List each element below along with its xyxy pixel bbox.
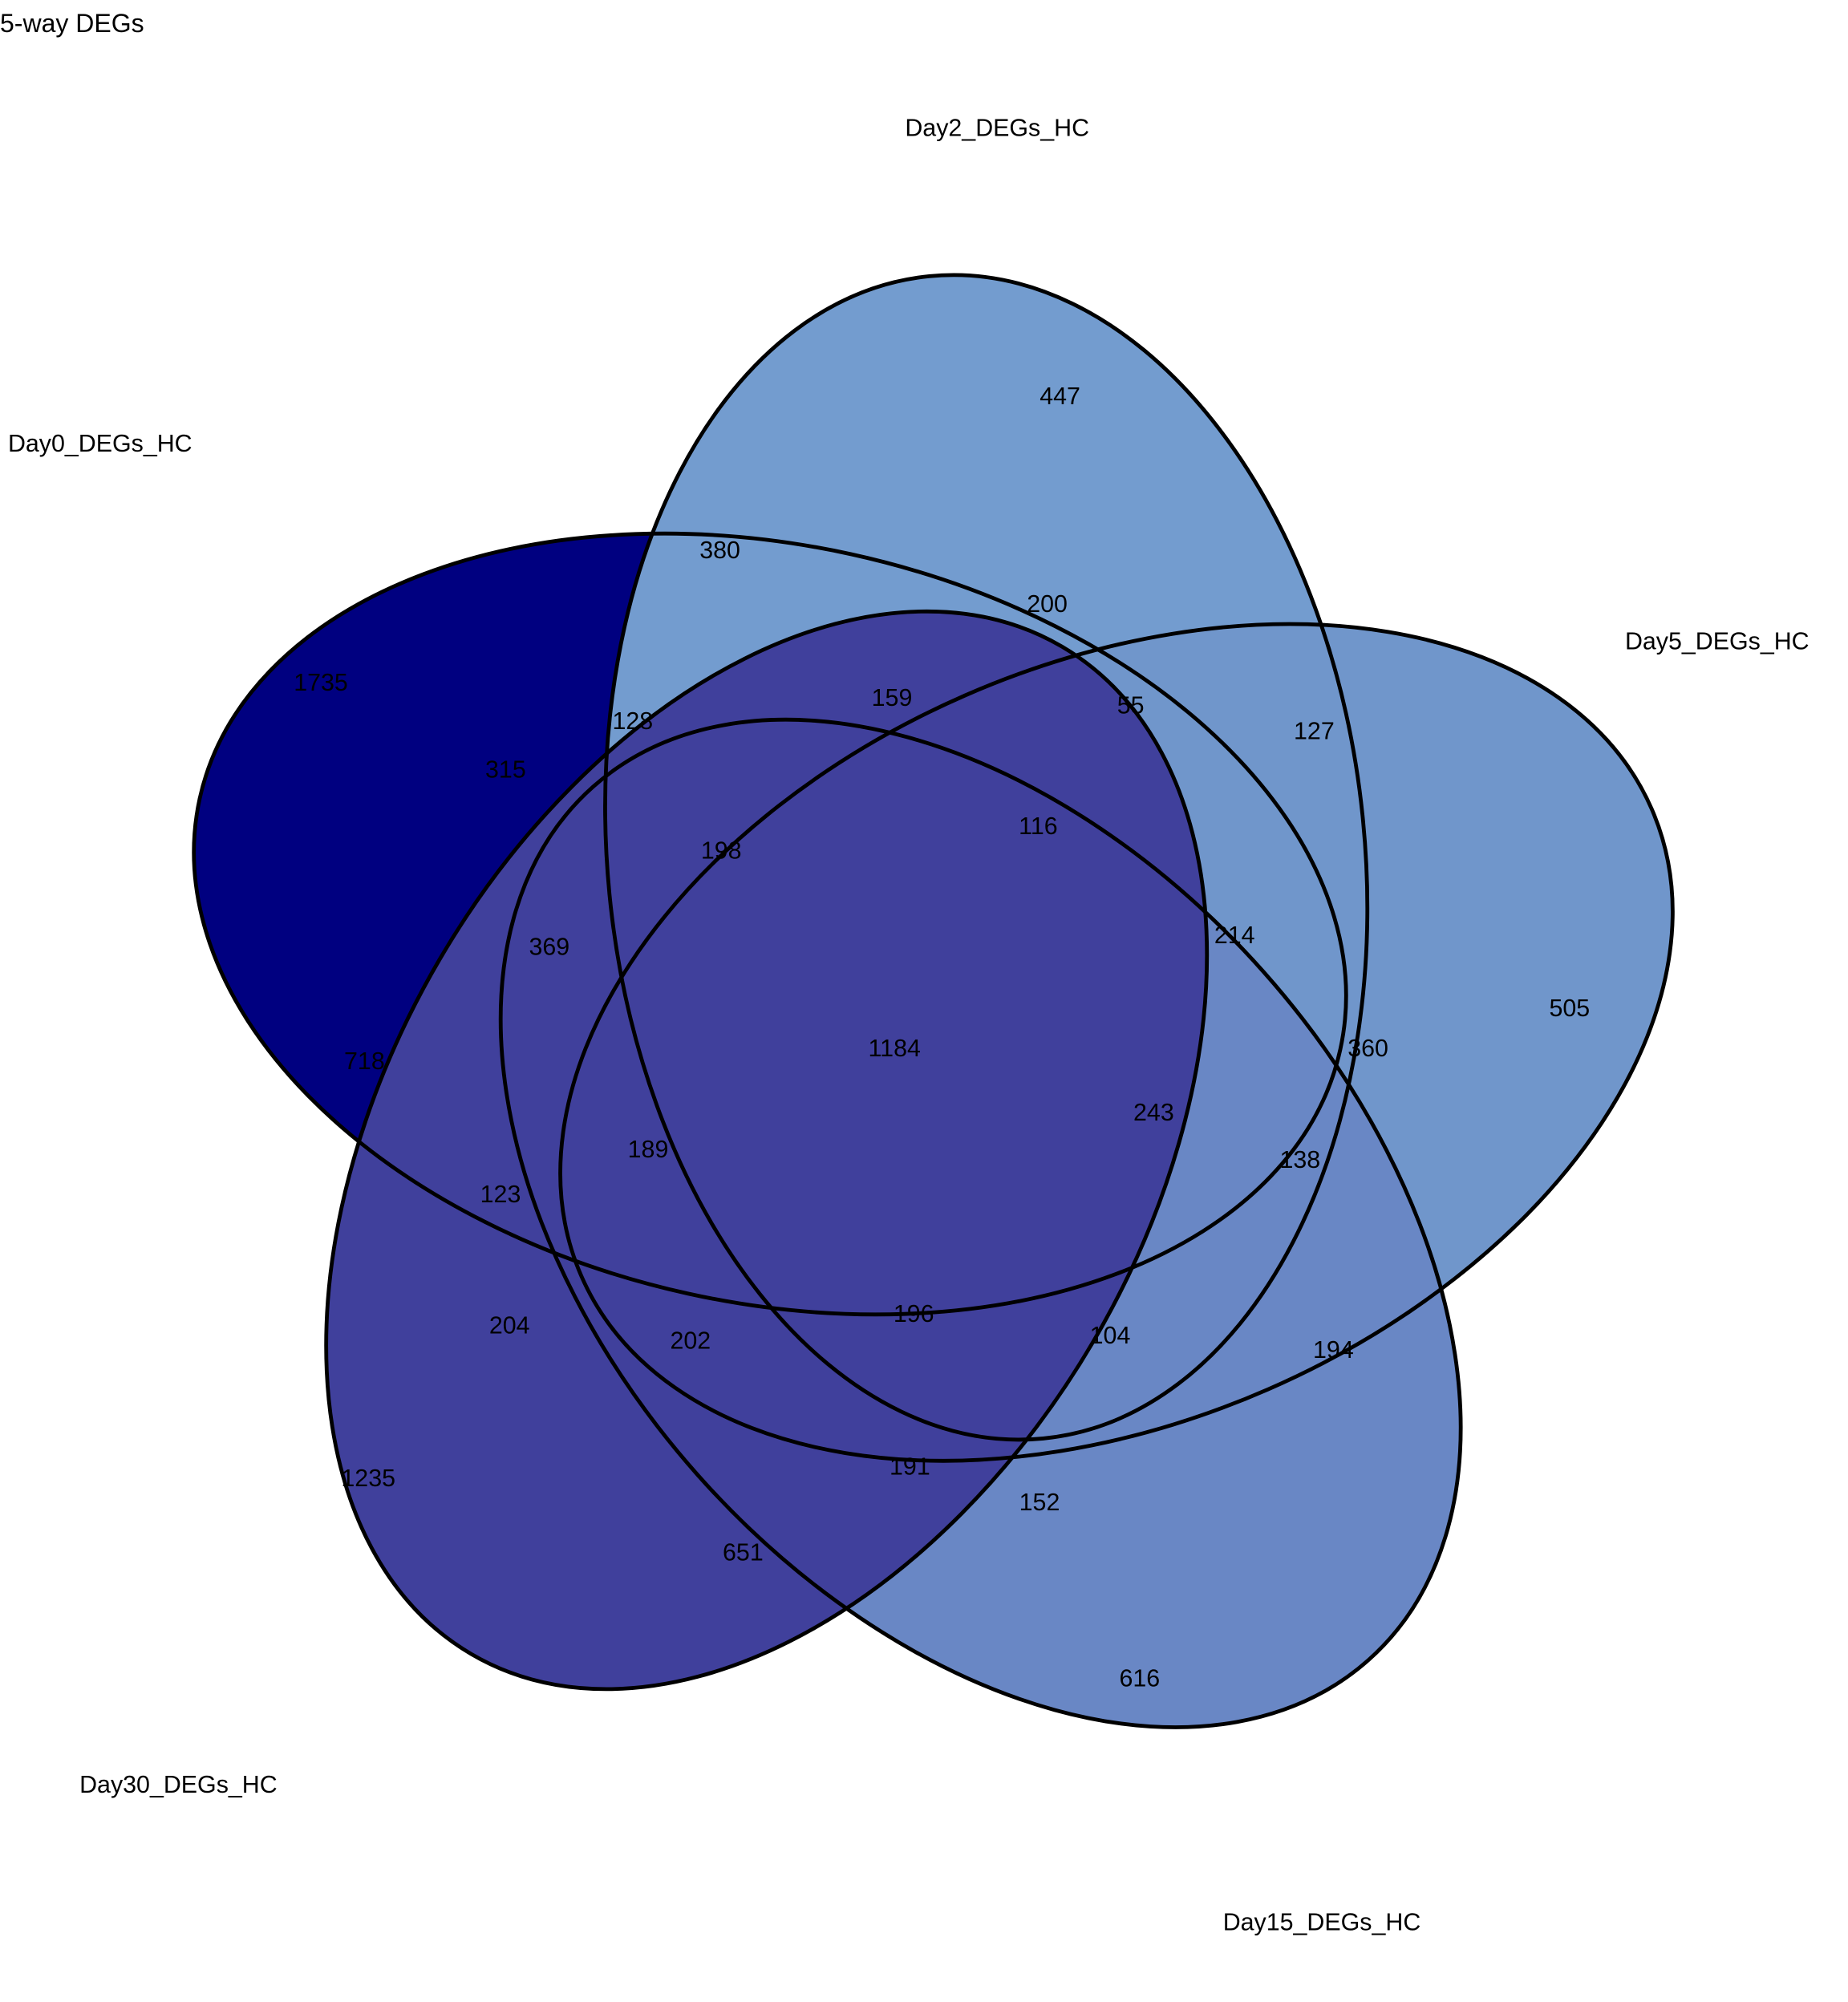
region-count-label: 243 [1133, 1099, 1174, 1126]
region-count-label: 214 [1214, 922, 1255, 949]
set-outline-Day15_DEGs_HC [498, 717, 1463, 1729]
region-count-label: 191 [890, 1453, 930, 1480]
set-outline-Day2_DEGs_HC [603, 273, 1370, 1442]
region-count-label: 194 [1313, 1336, 1354, 1364]
region-count-label: 127 [1294, 718, 1335, 745]
region-count-label: 202 [670, 1327, 711, 1355]
chart-title: 5-way DEGs [0, 9, 144, 38]
region-count-label: 55 [1117, 692, 1145, 719]
region-count-label: 447 [1040, 383, 1080, 410]
region-count-label: 198 [701, 837, 742, 864]
region-count-label: 189 [628, 1136, 669, 1163]
region-count-label: 380 [699, 537, 740, 564]
set-label-day15: Day15_DEGs_HC [1223, 1908, 1421, 1935]
region-count-label: 505 [1549, 995, 1590, 1022]
region-count-label: 116 [1019, 813, 1057, 840]
venn-outlines [192, 273, 1675, 1729]
region-count-label: 204 [489, 1311, 530, 1339]
set-fill-Day30_DEGs_HC [326, 611, 1207, 1689]
set-label-day0: Day0_DEGs_HC [8, 430, 192, 457]
set-label-day30: Day30_DEGs_HC [79, 1771, 278, 1798]
region-count-label: 152 [1019, 1489, 1060, 1516]
region-count-label: 196 [894, 1300, 934, 1327]
region-count-label: 1735 [294, 669, 348, 696]
region-count-label: 616 [1119, 1664, 1160, 1692]
set-label-day5: Day5_DEGs_HC [1625, 628, 1810, 655]
region-count-label: 123 [480, 1181, 521, 1208]
region-count-label: 369 [529, 933, 569, 960]
region-count-label: 315 [485, 756, 526, 784]
set-outline-Day5_DEGs_HC [558, 622, 1675, 1463]
set-label-day2: Day2_DEGs_HC [905, 115, 1089, 142]
region-count-label: 104 [1090, 1322, 1131, 1349]
region-count-label: 651 [723, 1539, 764, 1566]
set-outline-Day30_DEGs_HC [324, 609, 1210, 1692]
region-count-label: 159 [872, 684, 913, 711]
region-count-label: 1235 [341, 1465, 395, 1492]
set-outline-Day0_DEGs_HC [192, 531, 1348, 1317]
region-count-label: 138 [1279, 1146, 1320, 1173]
region-count-label: 1184 [869, 1035, 921, 1062]
venn-fills [193, 274, 1673, 1728]
region-counts: 1735 447 505 616 1235 380 200 55 127 159 128 315 116… [294, 383, 1590, 1692]
region-count-label: 360 [1348, 1035, 1388, 1062]
region-count-label: 128 [612, 707, 653, 735]
region-count-label: 200 [1027, 590, 1068, 618]
region-count-label: 718 [344, 1048, 385, 1075]
